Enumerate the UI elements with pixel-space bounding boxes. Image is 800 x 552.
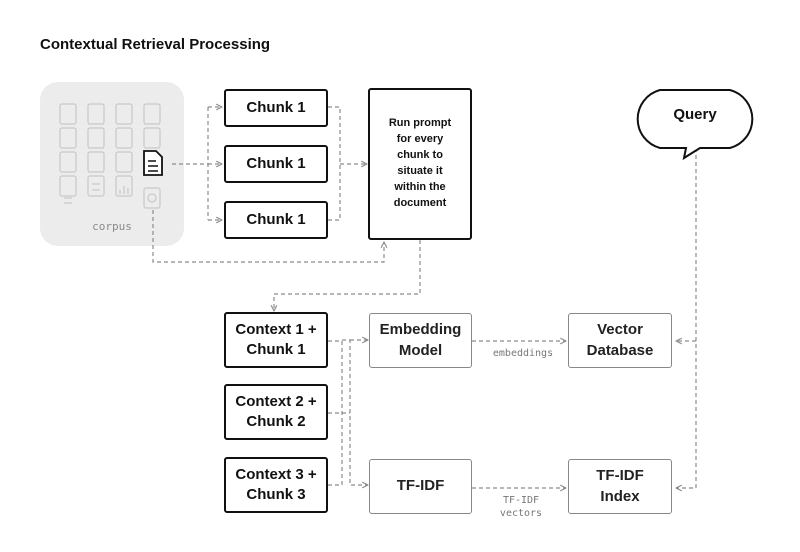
embedding-model-line2: Model: [398, 341, 443, 359]
chunk-label-1: Chunk 1: [246, 98, 306, 116]
prompt-box: Run prompt for every chunk to situate it…: [368, 88, 472, 240]
document-icon: [143, 150, 163, 176]
diagram-title: Contextual Retrieval Processing: [40, 36, 271, 53]
embedding-model-line1: Embedding: [379, 321, 462, 339]
context-1-line2: Chunk 1: [246, 341, 306, 358]
chunk-box-1: Chunk 1: [224, 89, 328, 127]
tfidf-vectors-edge-label-line1: TF-IDF: [486, 495, 556, 507]
chunk-label-3: Chunk 1: [246, 210, 306, 228]
tfidf-index-box: TF-IDF Index: [568, 459, 672, 514]
tfidf-index-line2: Index: [600, 487, 640, 505]
context-2-line2: Chunk 2: [246, 413, 306, 430]
chunk-label-2: Chunk 1: [246, 154, 306, 172]
context-2-line1: Context 2 +: [235, 392, 317, 410]
context-box-1: Context 1 + Chunk 1: [224, 312, 328, 368]
vector-database-line2: Database: [586, 341, 654, 359]
embedding-model-box: Embedding Model: [369, 313, 472, 368]
faded-document-stack-icon: [59, 103, 161, 209]
corpus-label: corpus: [92, 220, 132, 233]
vector-database-box: Vector Database: [568, 313, 672, 368]
tfidf-box: TF-IDF: [369, 459, 472, 514]
chunk-box-3: Chunk 1: [224, 201, 328, 239]
tfidf-label: TF-IDF: [396, 477, 445, 495]
query-label: Query: [673, 106, 717, 123]
tfidf-vectors-edge-label-line2: vectors: [486, 508, 556, 520]
embeddings-edge-label: embeddings: [480, 348, 566, 360]
context-box-3: Context 3 + Chunk 3: [224, 457, 328, 513]
context-box-2: Context 2 + Chunk 2: [224, 384, 328, 440]
tfidf-index-line1: TF-IDF: [596, 467, 644, 485]
context-3-line2: Chunk 3: [246, 486, 306, 503]
chunk-box-2: Chunk 1: [224, 145, 328, 183]
vector-database-line1: Vector: [597, 321, 643, 339]
context-1-line1: Context 1 +: [235, 320, 317, 338]
context-3-line1: Context 3 +: [235, 465, 317, 483]
query-bubble-shape: [636, 89, 754, 161]
prompt-text: Run prompt for every chunk to situate it…: [388, 117, 452, 209]
